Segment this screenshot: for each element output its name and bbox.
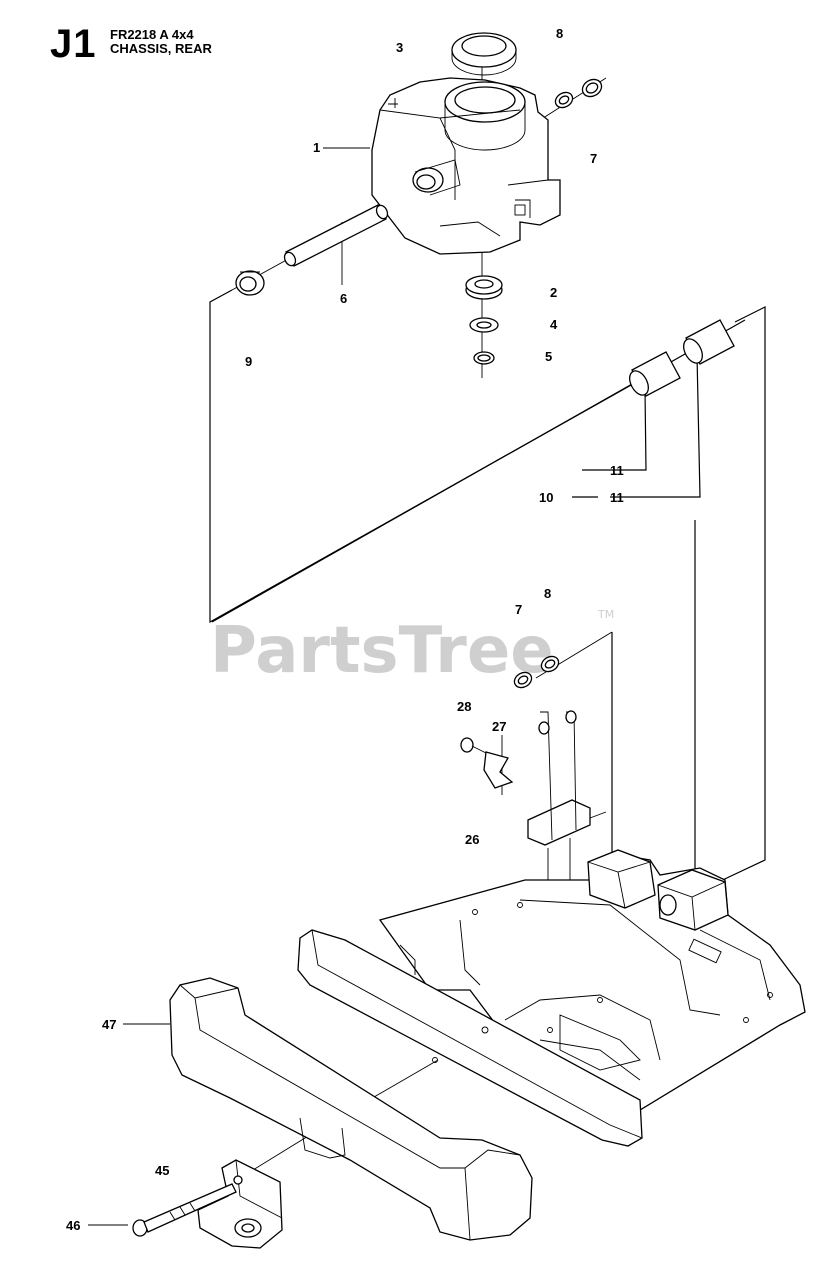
- callout-5: 5: [545, 349, 552, 364]
- callout-27: 27: [492, 719, 506, 734]
- callout-6: 6: [340, 291, 347, 306]
- callout-7: 7: [590, 151, 597, 166]
- callout-2: 2: [550, 285, 557, 300]
- callout-4: 4: [550, 317, 558, 332]
- watermark-text: PartsTree: [210, 614, 554, 688]
- circlip-icon: [554, 91, 574, 109]
- model-name: FR2218 A 4x4: [110, 27, 194, 42]
- bolt-icon: [132, 1183, 237, 1237]
- sleeve-icon: [683, 319, 735, 365]
- rear-bumper-icon: [169, 977, 533, 1241]
- watermark-trademark: TM: [597, 608, 614, 621]
- callout-8: 8: [556, 26, 563, 41]
- hitch-plate-icon: [197, 1159, 283, 1249]
- washer-icon: [581, 78, 603, 98]
- callout-45: 45: [155, 1163, 169, 1178]
- callout-47: 47: [102, 1017, 116, 1032]
- circlip-icon: [473, 351, 495, 365]
- callout-1: 1: [313, 140, 320, 155]
- chassis-frame-icon: [378, 849, 806, 1111]
- callout-26: 26: [465, 832, 479, 847]
- sleeve-icon: [629, 351, 681, 397]
- seal-ring-icon: [451, 32, 517, 76]
- callout-7-lower: 7: [515, 602, 522, 617]
- callout-labels: 1 2 3 4 5 6 7 7 8 8 9 10 11 11 26 27 28 …: [66, 26, 624, 1233]
- callout-3: 3: [396, 40, 403, 55]
- pivot-housing-icon: [371, 77, 561, 255]
- callout-9: 9: [245, 354, 252, 369]
- section-name: CHASSIS, REAR: [110, 41, 212, 56]
- bearing-icon: [465, 275, 503, 300]
- circlip-icon: [540, 655, 560, 673]
- washer-icon: [469, 317, 499, 333]
- bracket-icon: [527, 710, 607, 895]
- clip-icon: [483, 751, 514, 789]
- callout-46: 46: [66, 1218, 80, 1233]
- shaft-icon: [283, 204, 389, 267]
- rear-cross-beam-icon: [297, 929, 643, 1147]
- page-code: J1: [50, 22, 97, 66]
- washer-icon: [513, 671, 533, 689]
- callout-11-lower: 11: [610, 490, 624, 505]
- callout-28: 28: [457, 699, 471, 714]
- callout-11: 11: [610, 463, 624, 478]
- callout-8-lower: 8: [544, 586, 551, 601]
- callout-10: 10: [539, 490, 553, 505]
- bushing-icon: [235, 270, 265, 296]
